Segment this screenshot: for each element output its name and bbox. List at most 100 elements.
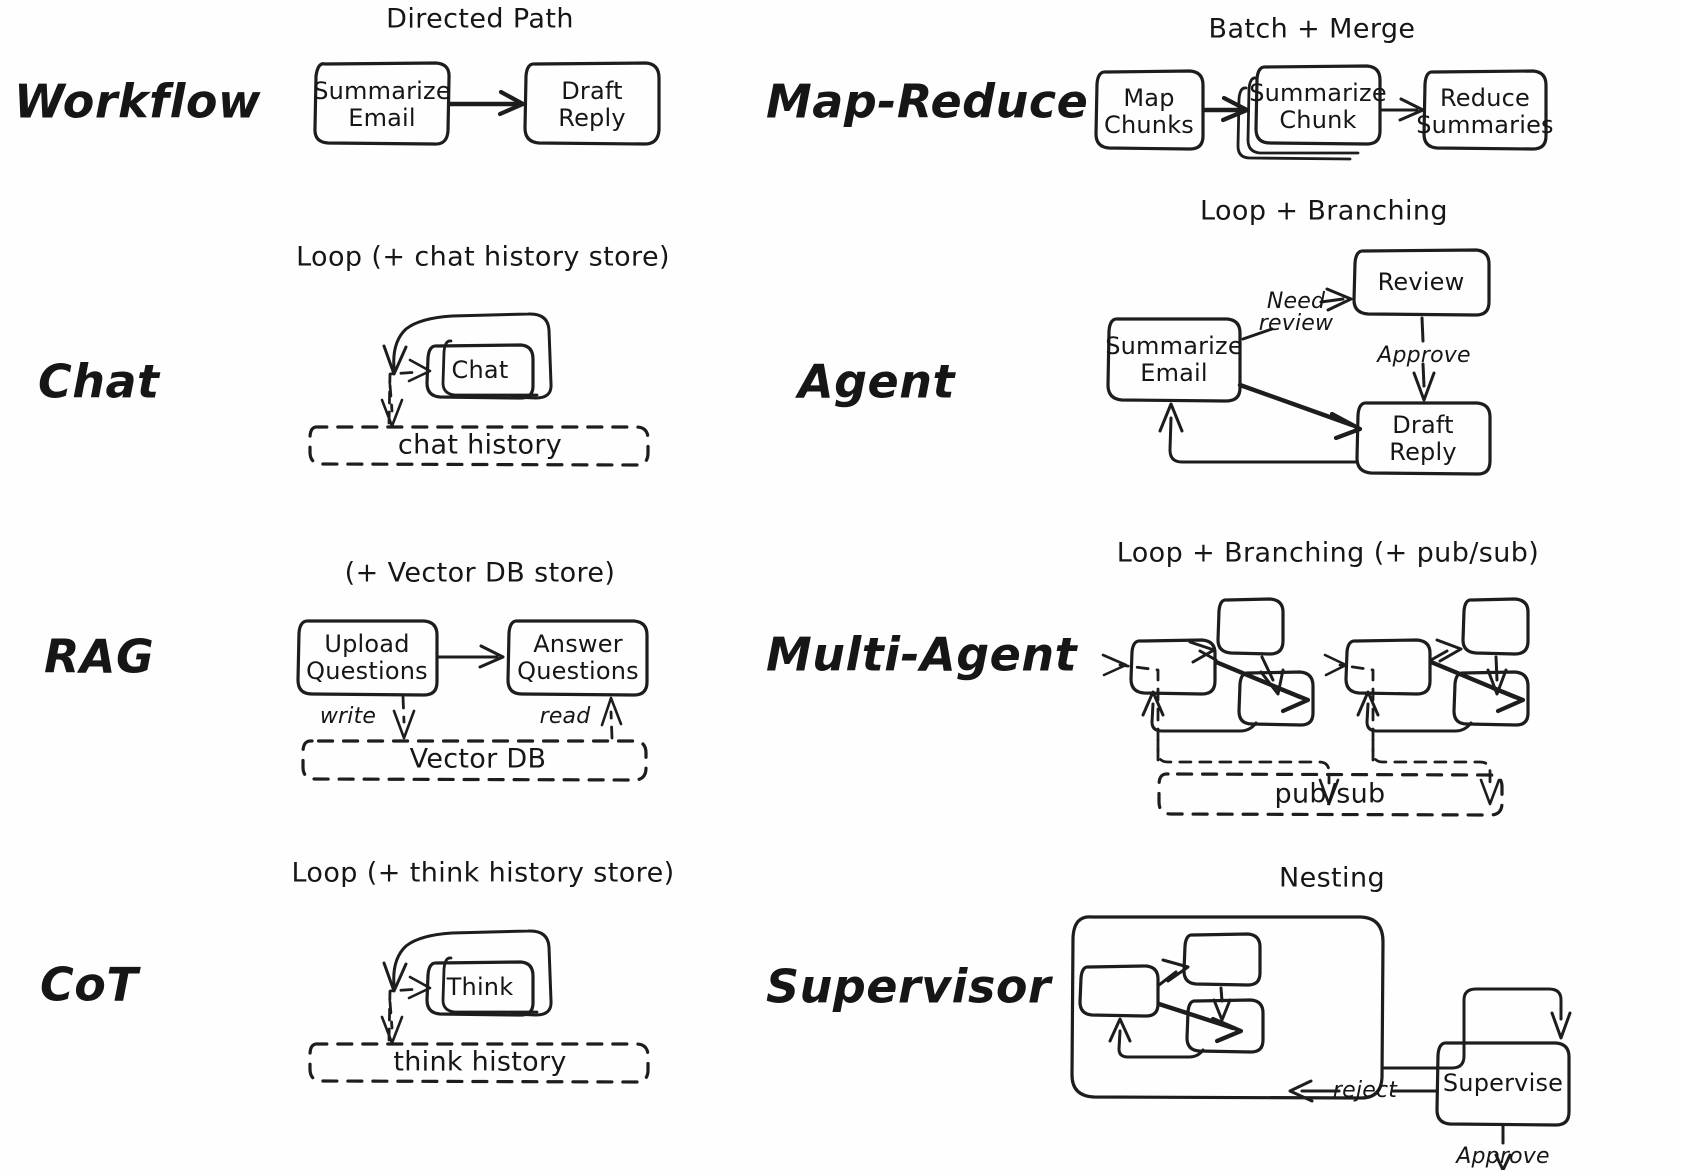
edge-think-self-loop <box>382 929 553 1017</box>
edge-summarize-to-draft-thick <box>1237 382 1363 441</box>
node-nested-node-1[interactable] <box>1078 964 1160 1018</box>
node-label-line1: Map <box>1123 84 1174 112</box>
edge-a-publish <box>1156 738 1340 806</box>
edge-need-review: Need review <box>1241 287 1353 341</box>
edge-label-line2: review <box>1259 311 1334 336</box>
edge-b-subscribe <box>1323 653 1375 762</box>
row-label-workflow: Workflow <box>14 75 261 129</box>
edge-label-read: read <box>540 704 592 729</box>
pattern-cot: CoT Loop (+ think history store) Think <box>40 858 674 1084</box>
store-chat-history[interactable]: chat history <box>308 425 650 467</box>
node-label-line1: Draft <box>1392 411 1454 439</box>
edge-think-history-write <box>380 1000 404 1045</box>
edge-b1-to-b3-thick <box>1428 659 1526 714</box>
edge-a3-loopback <box>1141 690 1258 733</box>
pattern-multi-agent: Multi-Agent Loop + Branching (+ pub/sub) <box>766 538 1539 817</box>
edge-label-approve: Approve <box>1454 1144 1549 1169</box>
store-vector-db[interactable]: Vector DB <box>301 739 648 782</box>
edge-a2-to-a3 <box>1259 655 1285 696</box>
row-label-chat: Chat <box>38 355 161 409</box>
node-label-line1: Summarize <box>313 77 451 105</box>
agent-cluster-b <box>1323 597 1530 806</box>
node-answer-questions[interactable]: Answer Questions <box>506 619 649 697</box>
node-supervise[interactable]: Supervise <box>1435 1041 1571 1127</box>
row-label-cot: CoT <box>40 958 141 1012</box>
edge-label-line1: Need <box>1267 289 1326 314</box>
edge-chat-history-read <box>387 358 432 425</box>
node-chat[interactable]: Chat <box>425 339 539 400</box>
edge-a-subscribe <box>1101 653 1160 762</box>
node-label-line2: Summaries <box>1416 111 1554 139</box>
node-nested-node-3[interactable] <box>1185 998 1265 1054</box>
edge-upload-to-answer <box>437 644 505 669</box>
node-label: Think <box>446 973 514 1001</box>
node-upload-documents[interactable]: Upload Questions <box>296 619 439 697</box>
node-label: Supervise <box>1443 1069 1563 1097</box>
node-review[interactable]: Review <box>1352 248 1491 317</box>
node-label-line2: Chunk <box>1279 106 1356 134</box>
node-cluster-b-node-2[interactable] <box>1461 597 1530 656</box>
node-agent-draft-reply[interactable]: Draft Reply <box>1355 401 1492 476</box>
node-label-line2: Email <box>348 104 416 132</box>
edge-supervisor-approve: Approve <box>1454 1124 1550 1170</box>
edge-reject: reject <box>1288 1078 1439 1103</box>
caption-chat: Loop (+ chat history store) <box>296 242 670 273</box>
edge-n1-to-n2 <box>1157 958 1190 987</box>
node-label-line2: Email <box>1140 359 1208 387</box>
node-map-chunks[interactable]: Map Chunks <box>1094 69 1205 151</box>
edge-a1-to-a2 <box>1188 640 1218 664</box>
node-label-line1: Summarize <box>1105 332 1243 360</box>
node-cluster-b-node-1[interactable] <box>1344 638 1432 696</box>
edge-b1-to-b2 <box>1429 638 1463 663</box>
row-label-rag: RAG <box>44 630 154 684</box>
edge-group-to-supervise <box>1382 987 1572 1070</box>
node-think[interactable]: Think <box>425 956 539 1017</box>
pattern-chat: Chat Loop (+ chat history store) Chat <box>38 242 670 467</box>
pattern-supervisor: Supervisor Nesting <box>766 863 1572 1170</box>
node-label-line2: Chunks <box>1104 111 1194 139</box>
store-label: chat history <box>398 430 562 461</box>
node-nested-group[interactable] <box>1070 915 1385 1100</box>
store-label: Vector DB <box>410 744 547 775</box>
node-label-line1: Upload <box>324 630 409 658</box>
edge-b2-to-b3 <box>1486 655 1508 696</box>
pattern-map-reduce: Map-Reduce Batch + Merge Map Chunks Summ… <box>766 14 1554 161</box>
caption-workflow: Directed Path <box>386 4 574 35</box>
node-label-line2: Reply <box>558 104 625 132</box>
edge-n1-to-n3-thick <box>1156 1001 1244 1044</box>
store-pub-sub[interactable]: pub/sub <box>1157 772 1504 817</box>
node-label-line1: Summarize <box>1249 79 1387 107</box>
agent-cluster-a <box>1101 597 1340 806</box>
node-label: Chat <box>452 356 509 384</box>
pattern-agent: Agent Loop + Branching Summarize Email N… <box>795 196 1492 476</box>
node-nested-node-2[interactable] <box>1182 932 1262 987</box>
node-label-line2: Reply <box>1389 438 1456 466</box>
caption-agent: Loop + Branching <box>1200 196 1448 227</box>
node-label: Review <box>1378 268 1465 296</box>
edge-chat-self-loop <box>382 312 553 400</box>
node-summarize-chunk[interactable]: Summarize Chunk <box>1236 64 1387 161</box>
node-summarize-email[interactable]: Summarize Email <box>313 61 451 146</box>
store-think-history[interactable]: think history <box>308 1042 650 1084</box>
edge-b-publish <box>1371 738 1501 806</box>
node-draft-reply[interactable]: Draft Reply <box>523 61 661 146</box>
row-label-agent: Agent <box>795 355 956 409</box>
edge-think-history-read <box>387 975 432 1042</box>
node-agent-summarize-email[interactable]: Summarize Email <box>1105 317 1243 403</box>
pattern-workflow: Workflow Directed Path Summarize Email D… <box>14 4 661 146</box>
node-label-line2: Questions <box>306 657 428 685</box>
edge-draft-loopback <box>1158 402 1359 464</box>
edge-approve: Approve <box>1375 316 1471 402</box>
caption-multi-agent: Loop + Branching (+ pub/sub) <box>1117 538 1539 569</box>
node-cluster-b-node-3[interactable] <box>1452 670 1530 727</box>
node-cluster-a-node-1[interactable] <box>1129 638 1217 696</box>
edge-rag-write: write <box>320 695 416 740</box>
caption-supervisor: Nesting <box>1279 863 1385 894</box>
edge-map-to-summarize <box>1202 95 1250 123</box>
edge-label: Approve <box>1375 343 1470 368</box>
node-cluster-a-node-2[interactable] <box>1216 597 1285 656</box>
node-reduce-summaries[interactable]: Reduce Summaries <box>1416 69 1554 151</box>
edge-n3-loopback <box>1108 1017 1205 1059</box>
node-cluster-a-node-3[interactable] <box>1237 670 1315 727</box>
